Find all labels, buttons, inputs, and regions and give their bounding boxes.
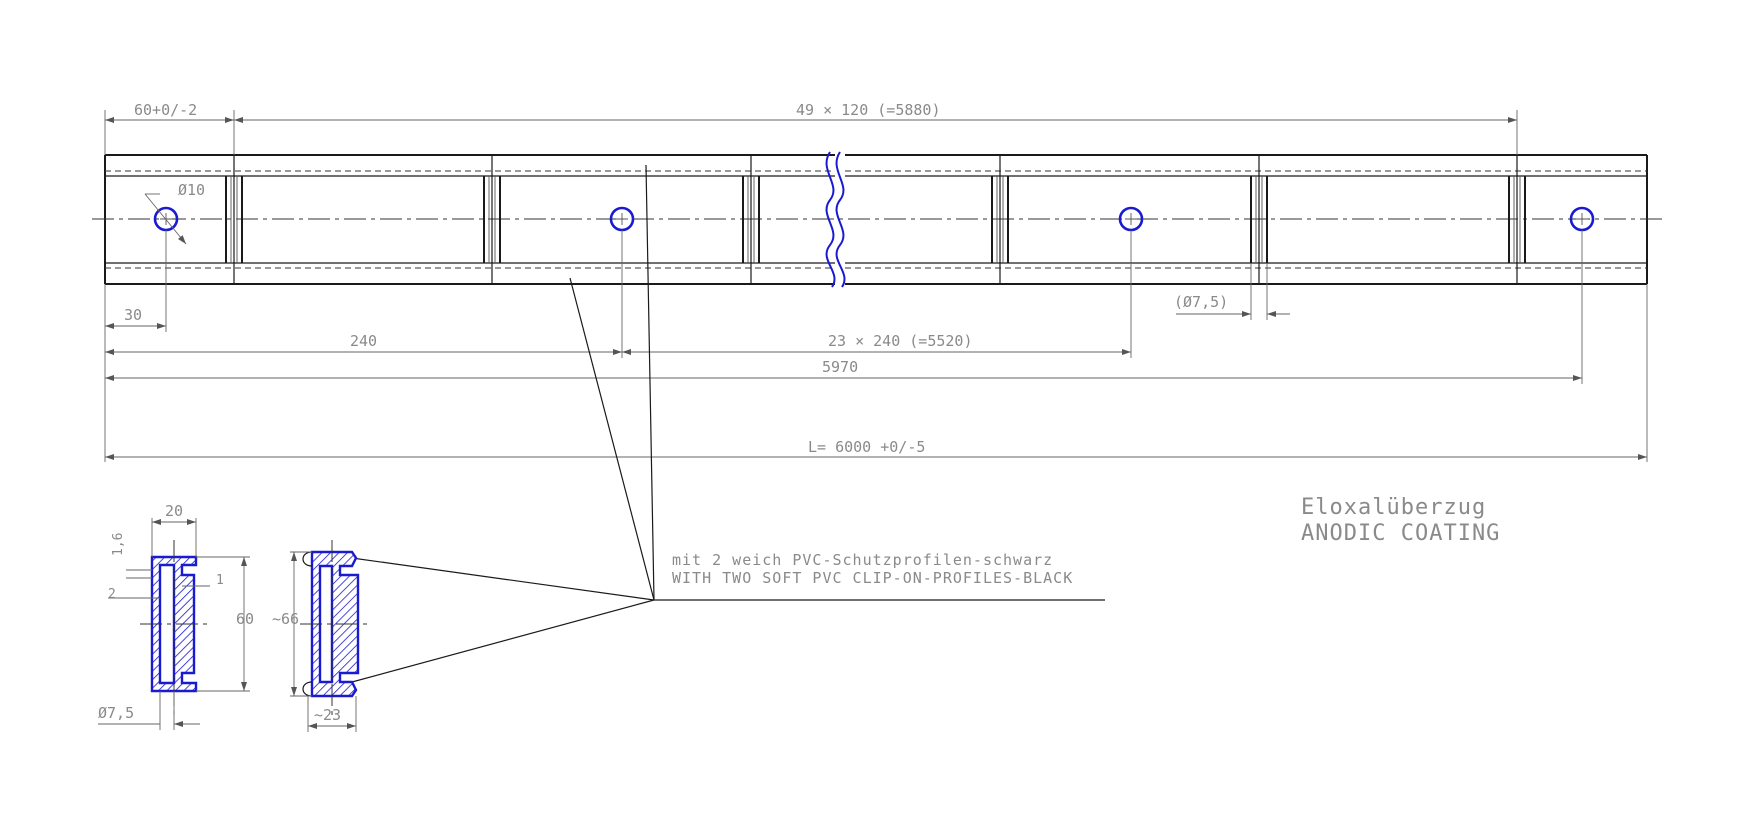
section-height: 60 bbox=[236, 610, 254, 628]
cross-section: 20 60 1,6 2 1 Ø7,5 bbox=[98, 502, 254, 730]
section-wall-top: 1,6 bbox=[111, 533, 126, 556]
bar-slots bbox=[225, 176, 1526, 263]
break-mark bbox=[825, 151, 836, 288]
coating-note-en: ANODIC COATING bbox=[1301, 521, 1500, 546]
cross-section-with-profiles: ~66 ~23 bbox=[272, 540, 372, 732]
section-lip: 1 bbox=[216, 573, 224, 588]
dim-first-hole: 240 bbox=[350, 332, 377, 350]
dim-hole-edge: 30 bbox=[124, 306, 142, 324]
bar-dividers bbox=[233, 155, 1518, 284]
dim-pitch-120: 49 × 120 (=5880) bbox=[796, 101, 941, 119]
bar-dimensions: 60+0/-2 49 × 120 (=5880) 30 240 23 × 240… bbox=[104, 101, 1648, 462]
profile-width: ~23 bbox=[314, 706, 341, 724]
section-wall-side: 2 bbox=[108, 587, 116, 602]
dim-pitch-240: 23 × 240 (=5520) bbox=[828, 332, 973, 350]
clip-leader bbox=[351, 164, 1105, 683]
section-width: 20 bbox=[165, 502, 183, 520]
section-slot-diameter: Ø7,5 bbox=[98, 704, 134, 722]
notes: mit 2 weich PVC-Schutzprofilen-schwarz W… bbox=[672, 495, 1500, 587]
clip-note-en: WITH TWO SOFT PVC CLIP-ON-PROFILES-BLACK bbox=[672, 569, 1073, 587]
dim-hole-span: 5970 bbox=[822, 358, 858, 376]
dim-length: L= 6000 +0/-5 bbox=[808, 438, 925, 456]
clip-note-de: mit 2 weich PVC-Schutzprofilen-schwarz bbox=[672, 551, 1053, 569]
bar-holes bbox=[153, 206, 1595, 232]
dim-end-offset: 60+0/-2 bbox=[134, 101, 197, 119]
bar-elevation: Ø10 bbox=[92, 151, 1662, 288]
profile-height: ~66 bbox=[272, 610, 299, 628]
dim-slot-diameter: (Ø7,5) bbox=[1174, 293, 1228, 311]
coating-note-de: Eloxalüberzug bbox=[1301, 495, 1486, 520]
hole-diameter-label: Ø10 bbox=[178, 181, 205, 199]
